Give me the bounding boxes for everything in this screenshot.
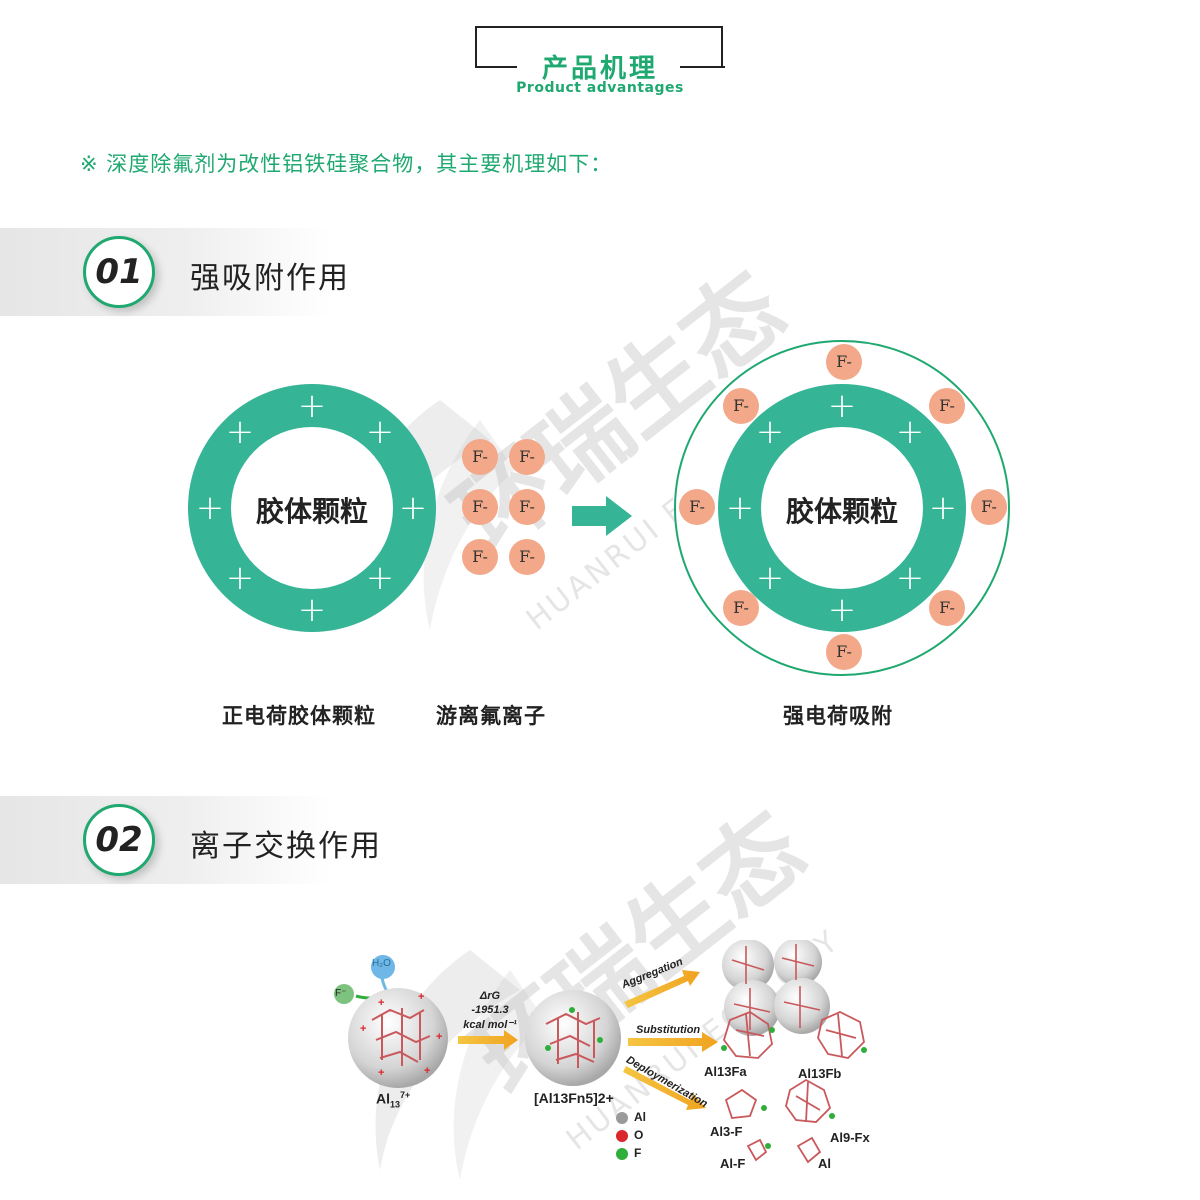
h2o-label: H₂O [372,958,391,969]
title-frame [475,26,723,68]
colloid-label-right: 胶体颗粒 [785,495,898,528]
adsorbed-fluoride-ion: F- [723,590,759,626]
colloid-core-left [231,427,393,589]
adsorbed-fluoride-ion: F- [971,489,1007,525]
watermark-logo [345,400,515,630]
colloid-core-right [761,427,923,589]
fluoride-ion: F- [509,439,545,475]
product-alf-label: Al-F [720,1156,746,1171]
energy-value: -1951.3 [471,1004,509,1016]
adsorbed-fluoride-ion: F- [679,489,715,525]
plus-sign: + [398,488,428,528]
plus-sign: + [827,590,857,630]
adsorbed-fluoride-ion: F- [929,590,965,626]
section-band-1 [0,228,330,316]
product-al13fb-label: Al13Fb [798,1066,842,1081]
plus-sign: + [297,590,327,630]
adsorbed-fluoride-ion: F- [723,388,759,424]
legend-f-dot [616,1148,628,1160]
watermark-logo-2 [375,950,545,1180]
al13-label: Al137+ [376,1090,411,1110]
fluoride-ion: F- [462,539,498,575]
title-line-right [680,66,725,68]
plus-sign: + [365,412,395,452]
plus-sign: + [195,488,225,528]
legend-al-dot [616,1112,628,1124]
svg-text:+: + [424,1065,430,1077]
caption-positive-particle: 正电荷胶体颗粒 [222,704,376,728]
mechanism-graphics: + + + + + + [334,940,867,1164]
plus-sign: + [895,558,925,598]
legend-al-label: Al [634,1110,646,1124]
svg-text:+: + [418,991,424,1003]
legend-o-dot [616,1130,628,1142]
plus-sign: + [755,558,785,598]
fluoride-ion: F- [462,439,498,475]
section-band-2 [0,796,330,884]
arrow-right-icon [572,496,632,536]
section-number-2: 02 [83,804,155,876]
section-title-1: 强吸附作用 [190,261,350,296]
energy-unit: kcal mol⁻¹ [463,1019,517,1031]
plus-sign: + [895,412,925,452]
legend-f-label: F [634,1146,642,1160]
svg-text:+: + [436,1031,442,1043]
svg-text:+: + [360,1023,366,1035]
caption-free-ion: 游离氟离子 [436,704,546,728]
colloid-label-left: 胶体颗粒 [255,495,368,528]
ion-exchange-diagram: + + + + + + [320,940,900,1180]
intermediate-label: [Al13Fn5]2+ [534,1090,614,1106]
adsorbed-fluoride-ion: F- [826,344,862,380]
adsorbed-fluoride-ion: F- [929,388,965,424]
plus-sign: + [225,558,255,598]
fluoride-ion: F- [462,489,498,525]
page-subtitle: Product advantages [516,80,684,96]
caption-adsorption: 强电荷吸附 [783,704,893,728]
plus-sign: + [755,412,785,452]
plus-sign: + [225,412,255,452]
fluoride-label: F⁻ [335,988,347,999]
fluoride-ion: F- [509,489,545,525]
substitution-label: Substitution [636,1024,701,1036]
svg-text:+: + [378,1067,384,1079]
intro-text: ※ 深度除氟剂为改性铝铁硅聚合物，其主要机理如下： [80,152,613,176]
delta-g-label: ΔrG [479,990,501,1002]
product-al3f-label: Al3-F [710,1124,743,1139]
plus-sign: + [928,488,958,528]
page-title: 产品机理 [541,54,658,84]
legend-o-label: O [634,1128,644,1142]
fluoride-ion: F- [509,539,545,575]
product-al-label: Al [818,1156,831,1171]
product-al13fa-label: Al13Fa [704,1064,747,1079]
plus-sign: + [297,386,327,426]
title-line-left [475,66,517,68]
plus-sign: + [827,386,857,426]
plus-sign: + [725,488,755,528]
adsorbed-fluoride-ion: F- [826,634,862,670]
svg-text:+: + [378,997,384,1009]
section-number-1: 01 [83,236,155,308]
product-al9fx-label: Al9-Fx [830,1130,870,1145]
section-title-2: 离子交换作用 [190,829,382,864]
plus-sign: + [365,558,395,598]
